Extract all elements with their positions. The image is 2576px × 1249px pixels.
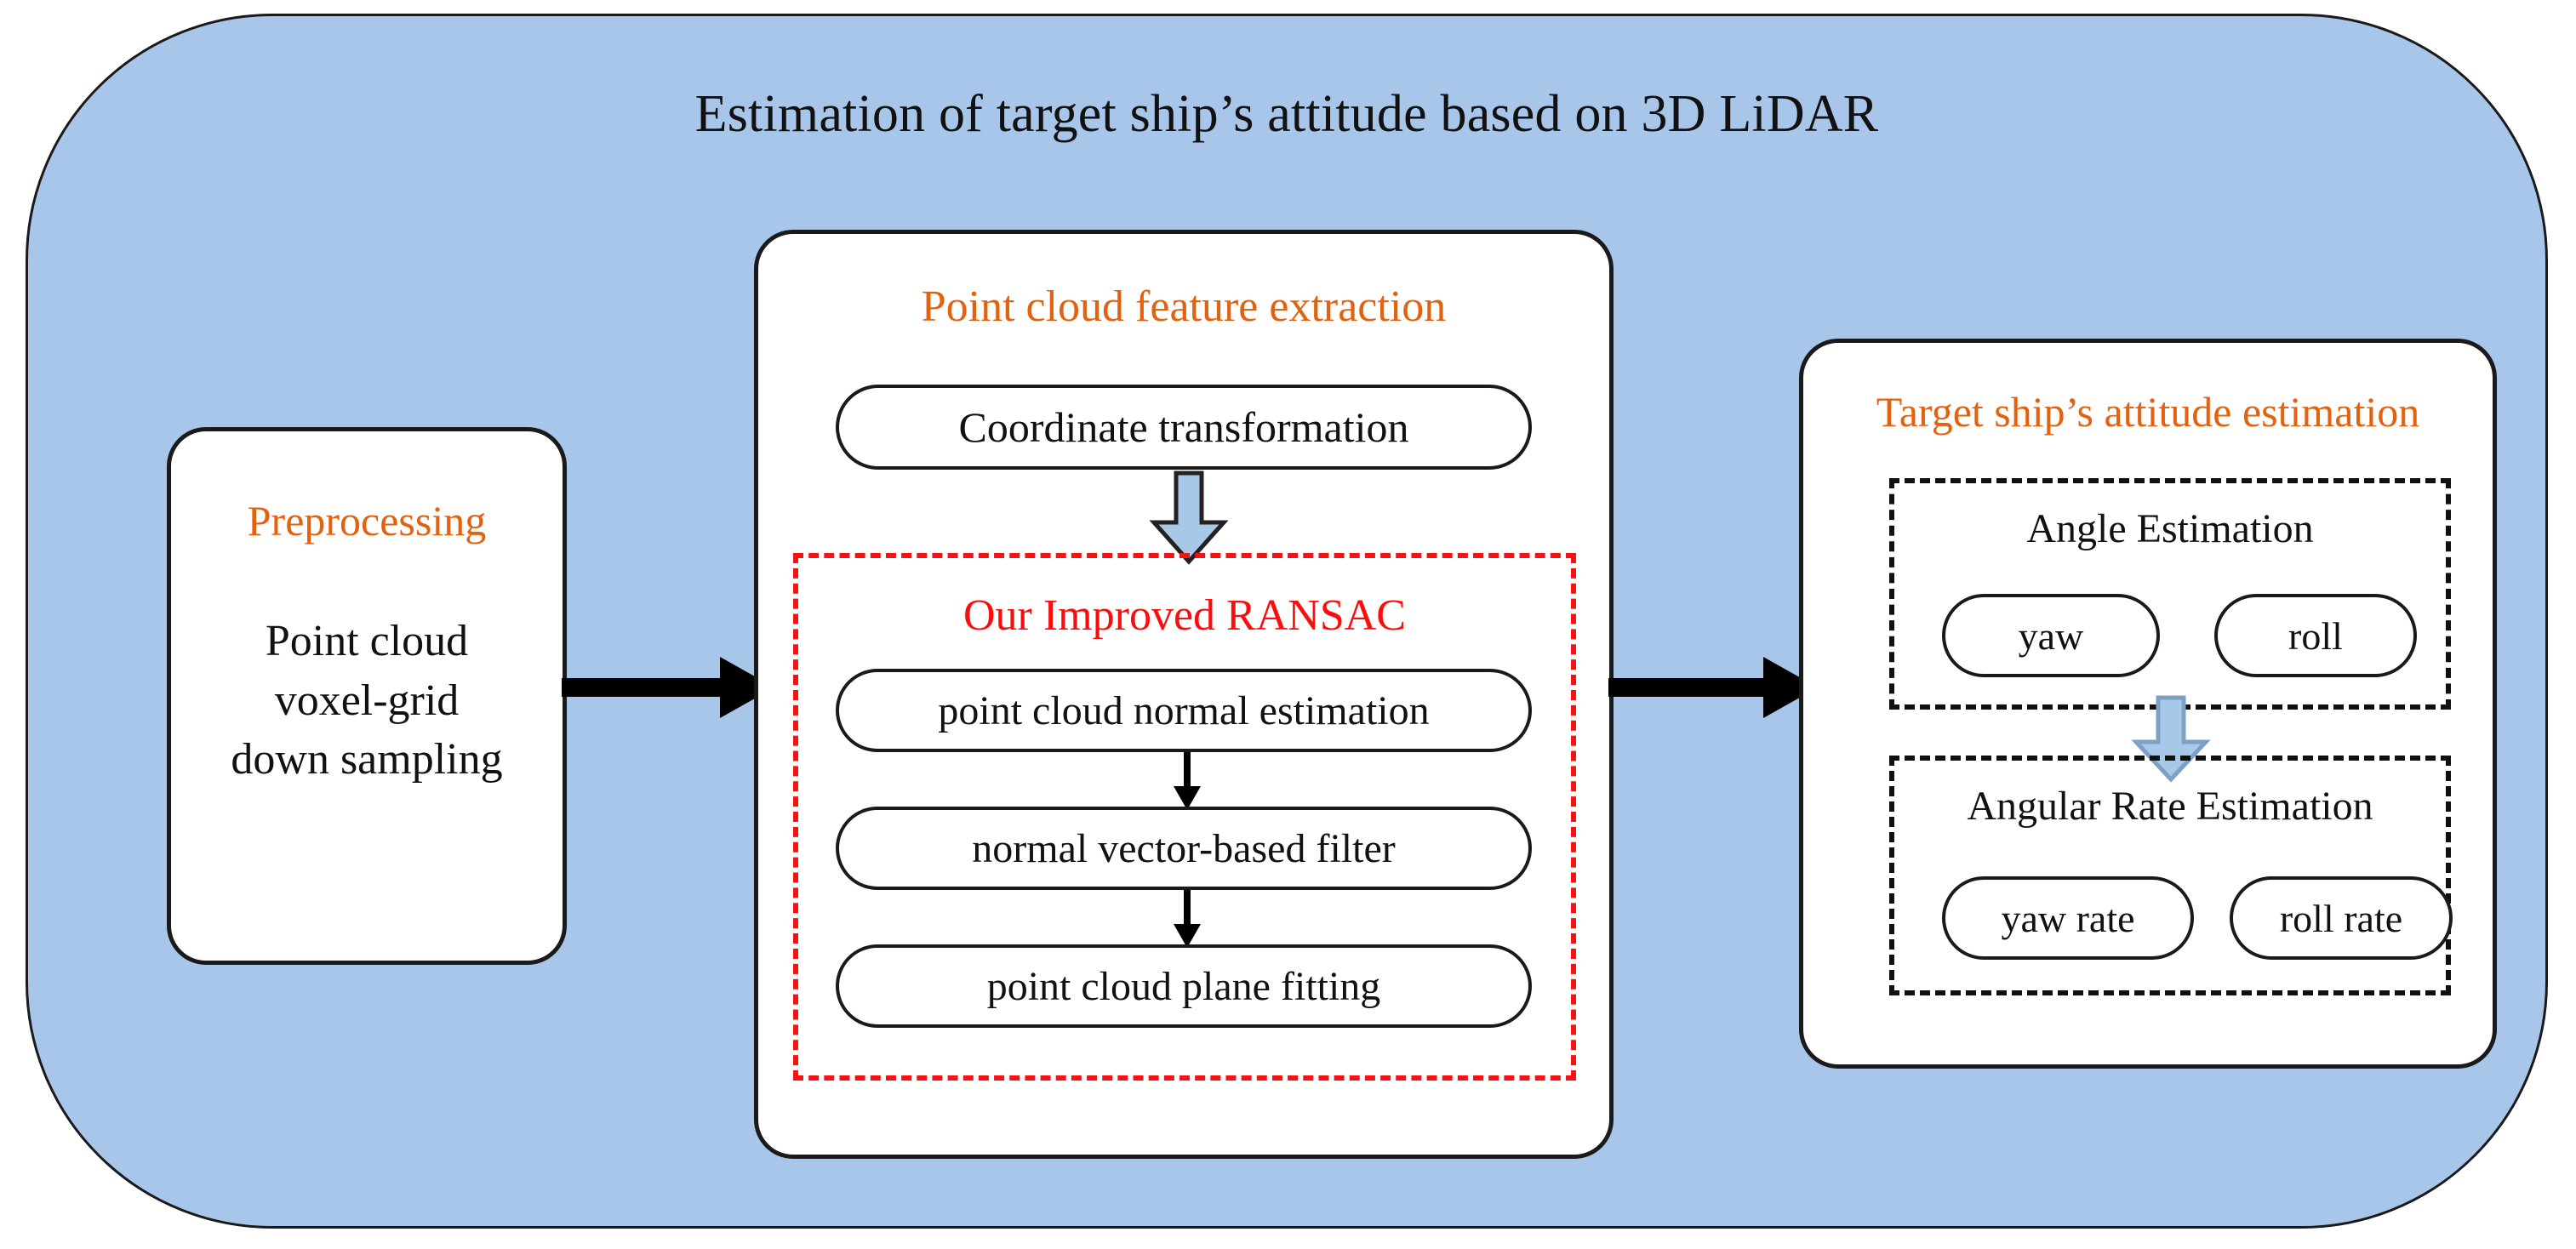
group-improved-ransac: Our Improved RANSAC [793, 553, 1576, 1081]
preprocessing-body-text: Point cloud voxel-grid down sampling [231, 617, 503, 784]
node-coordinate-transformation[interactable]: Coordinate transformation [836, 385, 1532, 470]
group-angle-estimation: Angle Estimation [1889, 478, 2451, 710]
stage-heading-preprocessing: Preprocessing [247, 497, 487, 545]
arrow-normal-estimation-to-filter [1174, 752, 1201, 810]
arrow-feature-extraction-to-attitude-estimation [1608, 657, 1818, 718]
group-heading-angular-rate-estimation: Angular Rate Estimation [1967, 784, 2373, 829]
group-heading-improved-ransac: Our Improved RANSAC [963, 591, 1406, 640]
arrow-preprocessing-to-feature-extraction [562, 657, 774, 718]
stage-heading-attitude-estimation: Target ship’s attitude estimation [1876, 388, 2420, 436]
node-roll-rate[interactable]: roll rate [2230, 876, 2453, 960]
block-arrow-down-to-ransac [1149, 471, 1229, 565]
page-title: Estimation of target ship’s attitude bas… [694, 85, 1879, 143]
node-roll[interactable]: roll [2214, 594, 2417, 677]
stage-heading-feature-extraction: Point cloud feature extraction [921, 282, 1447, 331]
node-normal-vector-based-filter[interactable]: normal vector-based filter [836, 807, 1532, 890]
arrow-filter-to-plane-fitting [1174, 890, 1201, 948]
node-yaw[interactable]: yaw [1942, 594, 2160, 677]
node-point-cloud-plane-fitting[interactable]: point cloud plane fitting [836, 944, 1532, 1028]
node-point-cloud-normal-estimation[interactable]: point cloud normal estimation [836, 669, 1532, 752]
group-heading-angle-estimation: Angle Estimation [2026, 506, 2314, 551]
group-angular-rate-estimation: Angular Rate Estimation [1889, 756, 2451, 995]
stage-box-preprocessing[interactable]: Preprocessing Point cloud voxel-grid dow… [167, 427, 567, 965]
node-yaw-rate[interactable]: yaw rate [1942, 876, 2194, 960]
